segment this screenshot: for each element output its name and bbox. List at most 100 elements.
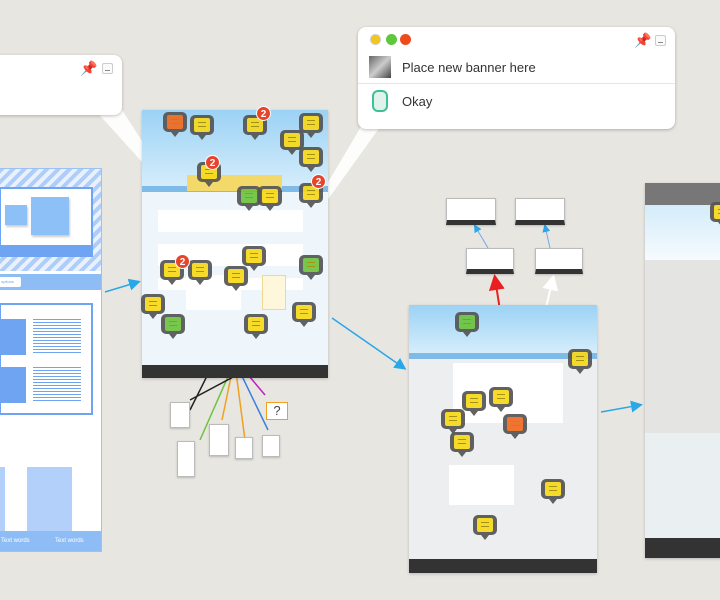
maximize-window-button[interactable]	[400, 34, 411, 45]
comment-icon	[493, 390, 509, 404]
comment-marker[interactable]	[710, 202, 720, 227]
comment-marker[interactable]	[292, 302, 316, 327]
comment-icon	[466, 394, 482, 408]
comment-icon	[248, 317, 264, 331]
comment-marker[interactable]	[441, 409, 465, 434]
comment-popup-partial: 📌	[0, 55, 122, 115]
flow-arrow	[104, 278, 141, 293]
comment-marker[interactable]	[258, 186, 282, 211]
image-placeholder	[0, 467, 5, 535]
minimize-button[interactable]	[655, 35, 666, 46]
comment-icon	[262, 189, 278, 203]
page-thumbnail[interactable]	[515, 198, 565, 225]
comment-item[interactable]: Place new banner here	[358, 51, 675, 84]
comment-marker[interactable]	[299, 113, 323, 138]
comment-marker[interactable]	[541, 479, 565, 504]
user-avatar-photo	[369, 56, 391, 78]
minimize-button[interactable]	[102, 63, 113, 74]
page-thumbnail[interactable]	[209, 424, 229, 456]
comment-icon	[507, 417, 523, 431]
page-footer	[409, 559, 597, 573]
wireframe-footer: Text words Text words	[0, 531, 101, 551]
page-thumbnail[interactable]	[262, 435, 280, 457]
comment-text: Okay	[402, 94, 433, 109]
comment-marker[interactable]	[141, 294, 165, 319]
comment-marker[interactable]	[455, 312, 479, 337]
comment-icon	[714, 205, 720, 219]
comment-count-badge: 2	[311, 174, 326, 189]
comment-icon	[303, 186, 319, 200]
wireframe-hero	[0, 169, 101, 271]
comment-icon	[247, 118, 263, 132]
comment-marker[interactable]	[462, 391, 486, 416]
flow-arrow	[473, 224, 489, 249]
comment-marker[interactable]	[163, 112, 187, 137]
page-footer	[645, 538, 720, 558]
comment-marker[interactable]	[237, 186, 261, 211]
comment-item[interactable]: Okay	[358, 85, 675, 118]
user-avatar-illustration	[372, 90, 388, 112]
wireframe-button[interactable]: options	[0, 277, 21, 287]
avatar-placeholder	[1, 319, 26, 355]
design-page-v3[interactable]	[645, 183, 720, 558]
comment-count-badge: 2	[175, 254, 190, 269]
comment-count-badge: 2	[256, 106, 271, 121]
comment-marker[interactable]	[280, 130, 304, 155]
comment-icon	[303, 116, 319, 130]
video-progress-bar[interactable]	[1, 245, 91, 255]
page-thumbnail[interactable]	[177, 441, 195, 477]
page-thumbnail[interactable]	[446, 198, 496, 225]
unknown-page-marker[interactable]: ?	[266, 402, 288, 420]
comment-marker[interactable]	[568, 349, 592, 374]
page-thumbnail[interactable]	[235, 437, 253, 459]
comment-icon	[459, 315, 475, 329]
flow-arrow	[331, 317, 407, 370]
comment-icon	[296, 305, 312, 319]
comment-icon	[228, 269, 244, 283]
page-thumbnail[interactable]	[535, 248, 583, 274]
comment-marker[interactable]	[489, 387, 513, 412]
page-thumbnail[interactable]	[466, 248, 514, 274]
comment-marker[interactable]	[450, 432, 474, 457]
comment-marker[interactable]	[190, 115, 214, 140]
page-thumbnail[interactable]	[170, 402, 190, 428]
comment-icon	[165, 317, 181, 331]
comment-icon	[284, 133, 300, 147]
video-thumbnail	[5, 205, 27, 225]
footer-link[interactable]: Text words	[1, 538, 30, 544]
comment-icon	[145, 297, 161, 311]
comment-marker[interactable]	[473, 515, 497, 540]
comment-marker[interactable]	[299, 147, 323, 172]
design-page-v2[interactable]	[409, 305, 597, 573]
avatar-placeholder	[1, 367, 26, 403]
comment-icon	[445, 412, 461, 426]
comment-text: Place new banner here	[402, 60, 536, 75]
pin-icon[interactable]: 📌	[80, 60, 98, 76]
comment-icon	[477, 518, 493, 532]
comment-icon	[241, 189, 257, 203]
comment-marker[interactable]	[161, 314, 185, 339]
flow-arrow	[600, 400, 643, 413]
comment-icon	[194, 118, 210, 132]
comment-marker[interactable]	[242, 246, 266, 271]
page-footer	[142, 365, 328, 378]
pin-icon[interactable]: 📌	[634, 32, 652, 48]
comment-icon	[192, 263, 208, 277]
comment-icon	[167, 115, 183, 129]
comment-icon	[572, 352, 588, 366]
minimize-window-button[interactable]	[386, 34, 397, 45]
comment-popup: 📌 Place new banner here Okay	[358, 27, 675, 129]
wireframe-page[interactable]: options Text words Text words	[0, 168, 102, 552]
comment-icon	[246, 249, 262, 263]
footer-link[interactable]: Text words	[55, 538, 84, 544]
comment-count-badge: 2	[205, 155, 220, 170]
comment-marker[interactable]	[244, 314, 268, 339]
video-thumbnail	[31, 197, 69, 235]
comment-marker[interactable]	[503, 414, 527, 439]
comment-marker[interactable]	[224, 266, 248, 291]
comment-marker[interactable]	[188, 260, 212, 285]
comment-icon	[303, 258, 319, 272]
flow-arrow	[542, 224, 551, 249]
comment-marker[interactable]	[299, 255, 323, 280]
close-window-button[interactable]	[370, 34, 381, 45]
